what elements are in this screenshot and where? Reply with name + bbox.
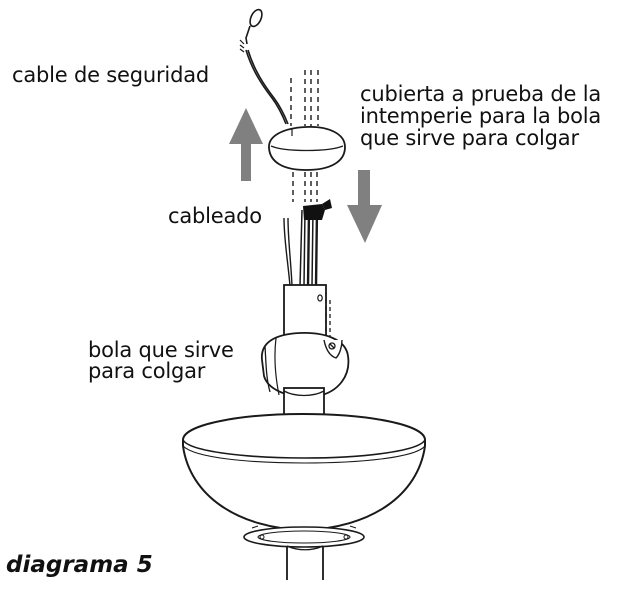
label-weather-cover-line3: que sirve para colgar [360, 126, 579, 150]
label-hanging-ball-line2: para colgar [88, 359, 206, 383]
label-weather-cover-line2: intemperie para la bola [360, 104, 602, 128]
motor-housing [182, 412, 426, 548]
weather-cover [268, 126, 346, 171]
alignment-guides-upper [290, 70, 319, 126]
arrow-up-icon [229, 108, 263, 181]
label-hanging-ball-line1: bola que sirve [88, 338, 234, 362]
safety-cable [239, 8, 289, 125]
alignment-guides-middle [292, 172, 318, 202]
lower-shaft [286, 545, 324, 580]
arrow-down-icon [347, 170, 382, 243]
wiring-bundle [283, 209, 319, 287]
downrod-lower [283, 387, 325, 417]
label-weather-cover-line1: cubierta a prueba de la [360, 82, 601, 106]
label-wiring: cableado [168, 204, 262, 228]
diagram-caption: diagrama 5 [6, 552, 153, 578]
wire-connector [303, 199, 332, 220]
label-safety-cable: cable de seguridad [12, 63, 209, 87]
